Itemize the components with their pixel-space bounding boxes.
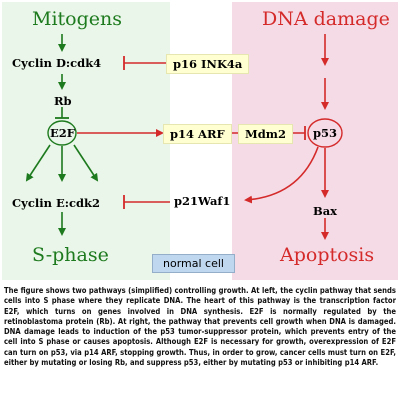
arrow-e2f-left	[25, 144, 51, 182]
arrow-p53-to-p21	[244, 146, 319, 204]
p16-ink4a-box: p16 INK4a	[166, 54, 250, 74]
mitogens-title: Mitogens	[32, 8, 122, 30]
cyclin-e-cdk2-label: Cyclin E:cdk2	[12, 196, 100, 210]
mitogen-pathway-panel	[2, 2, 170, 280]
mdm2-box: Mdm2	[238, 124, 293, 144]
e2f-node-circle	[47, 120, 77, 146]
p53-node-circle	[307, 118, 343, 148]
normal-cell-badge: normal cell	[152, 254, 235, 273]
rb-label: Rb	[54, 94, 72, 108]
bax-label: Bax	[313, 204, 338, 218]
p53-label: p53	[313, 126, 338, 140]
cyclin-d-cdk4-label: Cyclin D:cdk4	[12, 56, 102, 70]
p21waf1-label: p21Waf1	[174, 194, 231, 208]
arrow-e2f-right	[73, 144, 99, 182]
apoptosis-title: Apoptosis	[280, 244, 375, 266]
s-phase-title: S-phase	[32, 244, 109, 266]
dna-damage-title: DNA damage	[262, 8, 390, 30]
figure-caption: The figure shows two pathways (simplifie…	[4, 286, 396, 368]
e2f-label: E2F	[50, 126, 75, 140]
p14-arf-box: p14 ARF	[163, 124, 232, 144]
